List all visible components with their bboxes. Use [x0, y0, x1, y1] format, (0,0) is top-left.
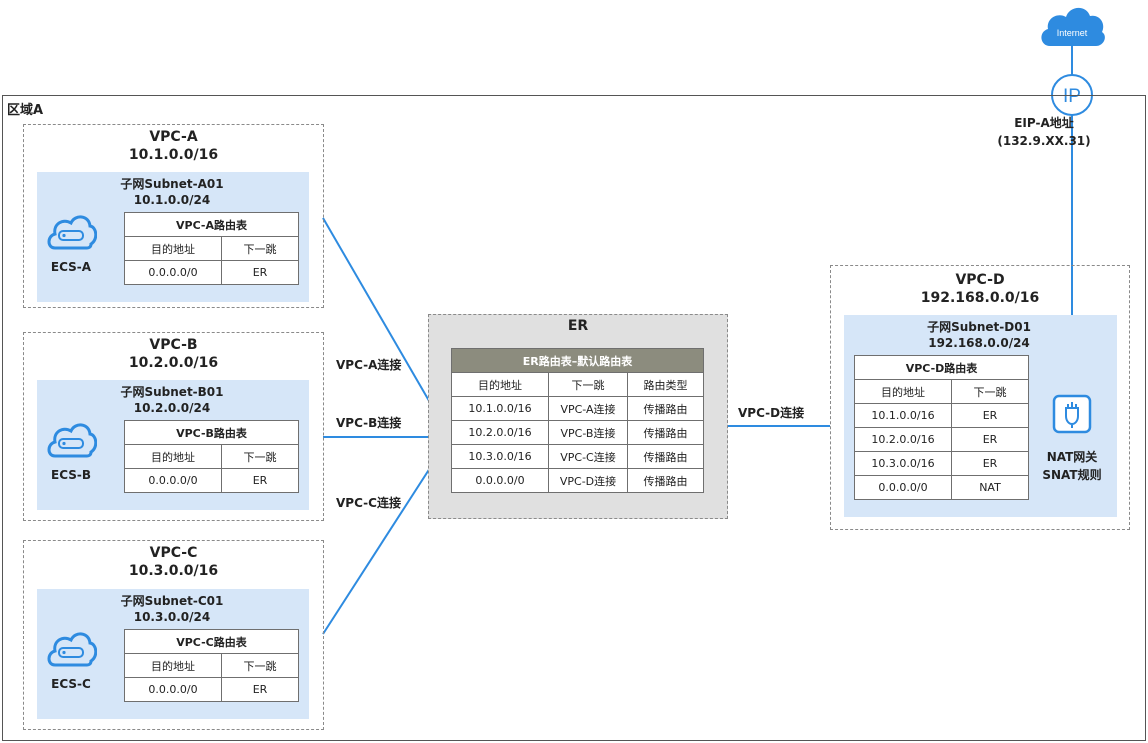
col-next-header: 下一跳	[951, 379, 1029, 404]
er-col-dest-header: 目的地址	[451, 372, 549, 397]
er-title: ER	[567, 318, 589, 334]
vpc-a-cidr: 10.1.0.0/16	[128, 147, 219, 163]
col-dest-header: 目的地址	[854, 379, 952, 404]
ecs-b-label: ECS-B	[51, 468, 91, 482]
subnet-a01: 子网Subnet-A01 10.1.0.0/24 ECS-A VPC-A路由表 …	[37, 172, 309, 302]
vpc-b-box: VPC-B 10.2.0.0/16 子网Subnet-B01 10.2.0.0/…	[23, 332, 324, 521]
nat-gateway-label: NAT网关	[1046, 450, 1098, 464]
vpc-a-route-table-title: VPC-A路由表	[124, 212, 299, 237]
subnet-b01-name: 子网Subnet-B01	[120, 385, 224, 399]
col-dest-header: 目的地址	[124, 444, 222, 469]
region-frame	[2, 95, 1146, 741]
vpc-d-cidr: 192.168.0.0/16	[920, 290, 1040, 306]
ecs-c-label: ECS-C	[51, 677, 91, 691]
subnet-c01-cidr: 10.3.0.0/24	[133, 610, 211, 624]
vpc-b-cidr: 10.2.0.0/16	[128, 355, 219, 371]
subnet-d01: 子网Subnet-D01 192.168.0.0/24 VPC-D路由表 目的地…	[844, 315, 1117, 517]
vpc-c-route-table-title: VPC-C路由表	[124, 629, 299, 654]
col-dest-header: 目的地址	[124, 236, 222, 261]
internet-label: Internet	[1057, 28, 1088, 38]
col-next-header: 下一跳	[221, 653, 299, 678]
subnet-b01: 子网Subnet-B01 10.2.0.0/24 ECS-B VPC-B路由表 …	[37, 380, 309, 510]
vpc-a-box: VPC-A 10.1.0.0/16 子网Subnet-A01 10.1.0.0/…	[23, 124, 324, 308]
internet-cloud-icon: Internet	[1041, 7, 1105, 47]
vpc-a-name: VPC-A	[149, 129, 198, 145]
subnet-a01-cidr: 10.1.0.0/24	[133, 193, 211, 207]
vpc-b-route-table-title: VPC-B路由表	[124, 420, 299, 445]
subnet-c01: 子网Subnet-C01 10.3.0.0/24 ECS-C VPC-C路由表 …	[37, 589, 309, 719]
svg-text:IP: IP	[1063, 86, 1081, 107]
nat-gateway-icon	[1052, 394, 1092, 434]
ecs-a-label: ECS-A	[50, 260, 92, 274]
vpc-c-connection-label: VPC-C连接	[336, 496, 401, 510]
eip-label: EIP-A地址	[1014, 116, 1074, 130]
vpc-b-name: VPC-B	[149, 337, 198, 353]
subnet-a01-name: 子网Subnet-A01	[120, 177, 224, 191]
ecs-cloud-icon	[47, 423, 97, 458]
subnet-d01-name: 子网Subnet-D01	[927, 320, 1031, 334]
vpc-d-connection-label: VPC-D连接	[738, 406, 805, 420]
subnet-c01-name: 子网Subnet-C01	[120, 594, 224, 608]
vpc-d-route-table-title: VPC-D路由表	[854, 355, 1029, 380]
vpc-c-cidr: 10.3.0.0/16	[128, 563, 219, 579]
vpc-b-connection-label: VPC-B连接	[336, 416, 402, 430]
snat-rule-label: SNAT规则	[1042, 468, 1102, 482]
ecs-cloud-icon	[47, 215, 97, 250]
vpc-c-name: VPC-C	[149, 545, 198, 561]
vpc-d-name: VPC-D	[955, 272, 1005, 288]
vpc-a-connection-label: VPC-A连接	[336, 358, 402, 372]
subnet-b01-cidr: 10.2.0.0/24	[133, 401, 211, 415]
ecs-cloud-icon	[47, 632, 97, 667]
col-next-header: 下一跳	[221, 236, 299, 261]
col-dest-header: 目的地址	[124, 653, 222, 678]
er-col-next-header: 下一跳	[548, 372, 628, 397]
vpc-d-box: VPC-D 192.168.0.0/16 子网Subnet-D01 192.16…	[830, 265, 1130, 530]
er-col-type-header: 路由类型	[627, 372, 704, 397]
col-next-header: 下一跳	[221, 444, 299, 469]
region-label: 区域A	[7, 103, 44, 118]
subnet-d01-cidr: 192.168.0.0/24	[928, 336, 1030, 350]
eip-address: (132.9.XX.31)	[997, 134, 1091, 148]
vpc-c-box: VPC-C 10.3.0.0/16 子网Subnet-C01 10.3.0.0/…	[23, 540, 324, 730]
er-route-table-title: ER路由表–默认路由表	[451, 348, 704, 373]
